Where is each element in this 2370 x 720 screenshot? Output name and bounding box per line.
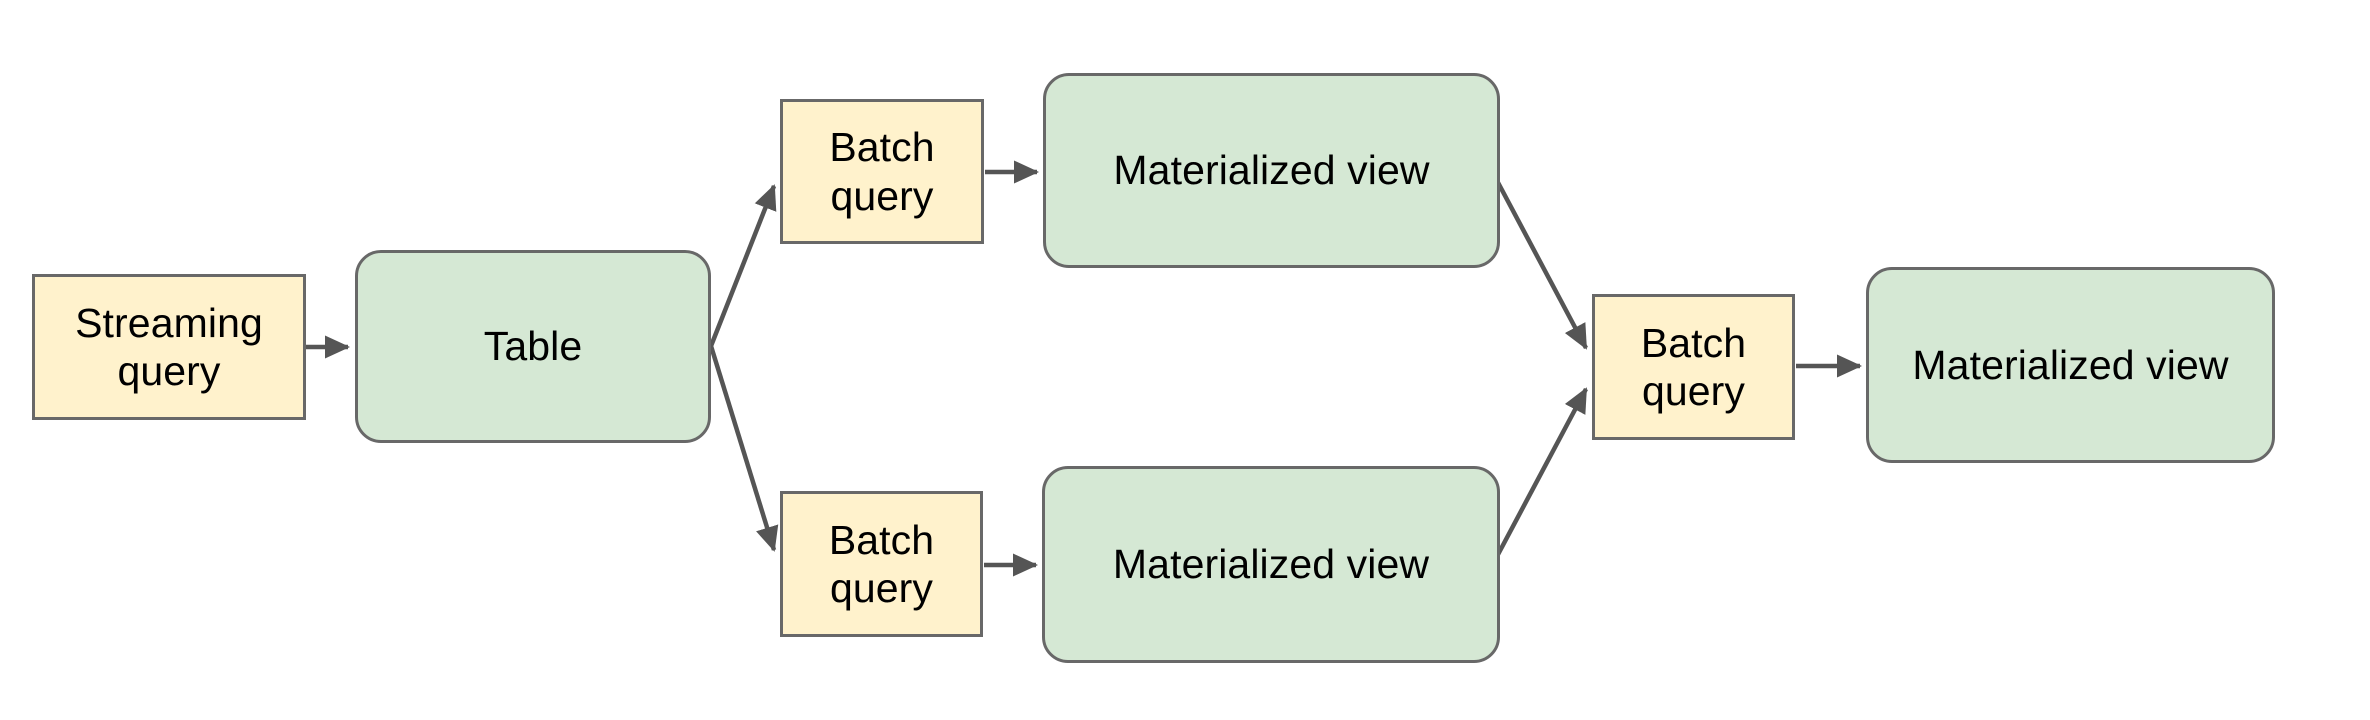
edge-materialized-view-top-to-batch-query-center xyxy=(1492,173,1588,350)
node-materialized-view-top-label: Materialized view xyxy=(1113,147,1430,194)
node-batch-query-center-label: Batch query xyxy=(1640,319,1747,414)
node-materialized-view-bottom[interactable]: Materialized view xyxy=(1042,466,1500,663)
node-materialized-view-bottom-label: Materialized view xyxy=(1112,541,1430,588)
node-batch-query-center[interactable]: Batch query xyxy=(1592,294,1795,440)
node-materialized-view-right-label: Materialized view xyxy=(1912,341,2229,388)
node-batch-query-top[interactable]: Batch query xyxy=(780,99,984,244)
node-table[interactable]: Table xyxy=(355,250,711,443)
edge-table-to-batch-query-top xyxy=(708,184,777,347)
node-materialized-view-top[interactable]: Materialized view xyxy=(1043,73,1500,268)
node-batch-query-bottom[interactable]: Batch query xyxy=(780,491,983,637)
edge-materialized-view-bottom-to-batch-query-center xyxy=(1492,387,1588,564)
node-streaming-query-label: Streaming query xyxy=(75,299,263,394)
node-batch-query-bottom-label: Batch query xyxy=(828,516,935,611)
node-streaming-query[interactable]: Streaming query xyxy=(32,274,306,420)
edge-table-to-batch-query-bottom xyxy=(708,345,779,552)
node-materialized-view-right[interactable]: Materialized view xyxy=(1866,267,2275,463)
node-batch-query-top-label: Batch query xyxy=(829,124,935,219)
node-table-label: Table xyxy=(483,323,583,370)
